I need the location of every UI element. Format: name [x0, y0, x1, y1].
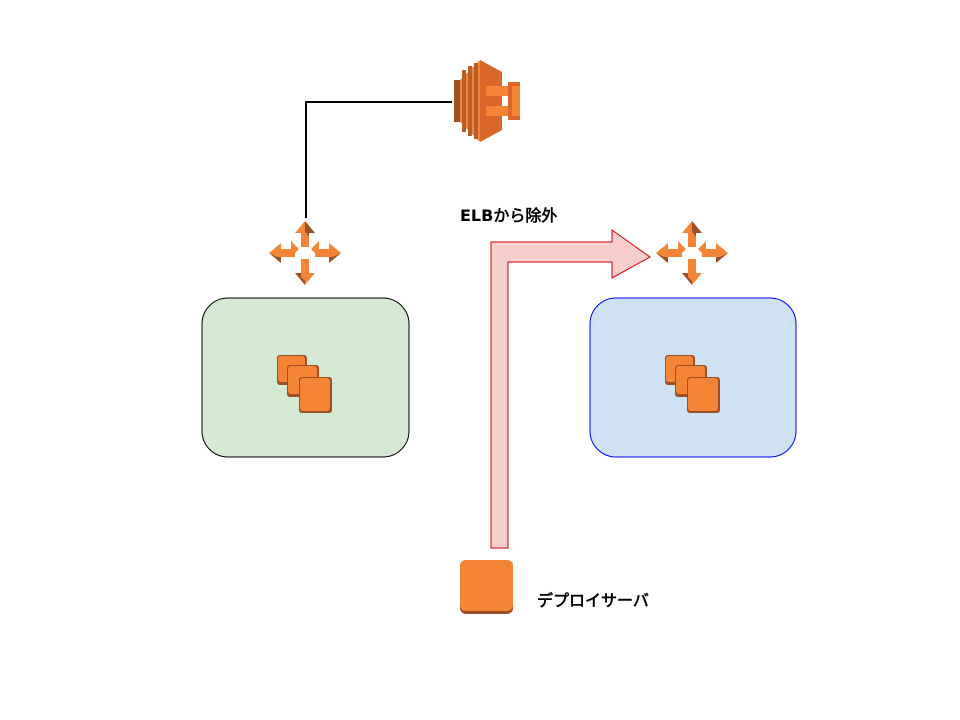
ec2-instances-icon-left: [277, 355, 332, 413]
remove-from-elb-arrow: [490, 229, 651, 549]
elb-connector-line: [305, 101, 452, 218]
deploy-server-label: デプロイサーバ: [537, 591, 649, 610]
elastic-load-balancer-icon: [454, 60, 520, 142]
auto-scaling-icon-left: [269, 221, 341, 285]
ec2-instances-icon-right: [665, 355, 720, 413]
server-icon: [460, 560, 513, 614]
auto-scaling-icon-right: [656, 221, 728, 285]
remove-from-elb-label: ELBから除外: [460, 206, 558, 225]
